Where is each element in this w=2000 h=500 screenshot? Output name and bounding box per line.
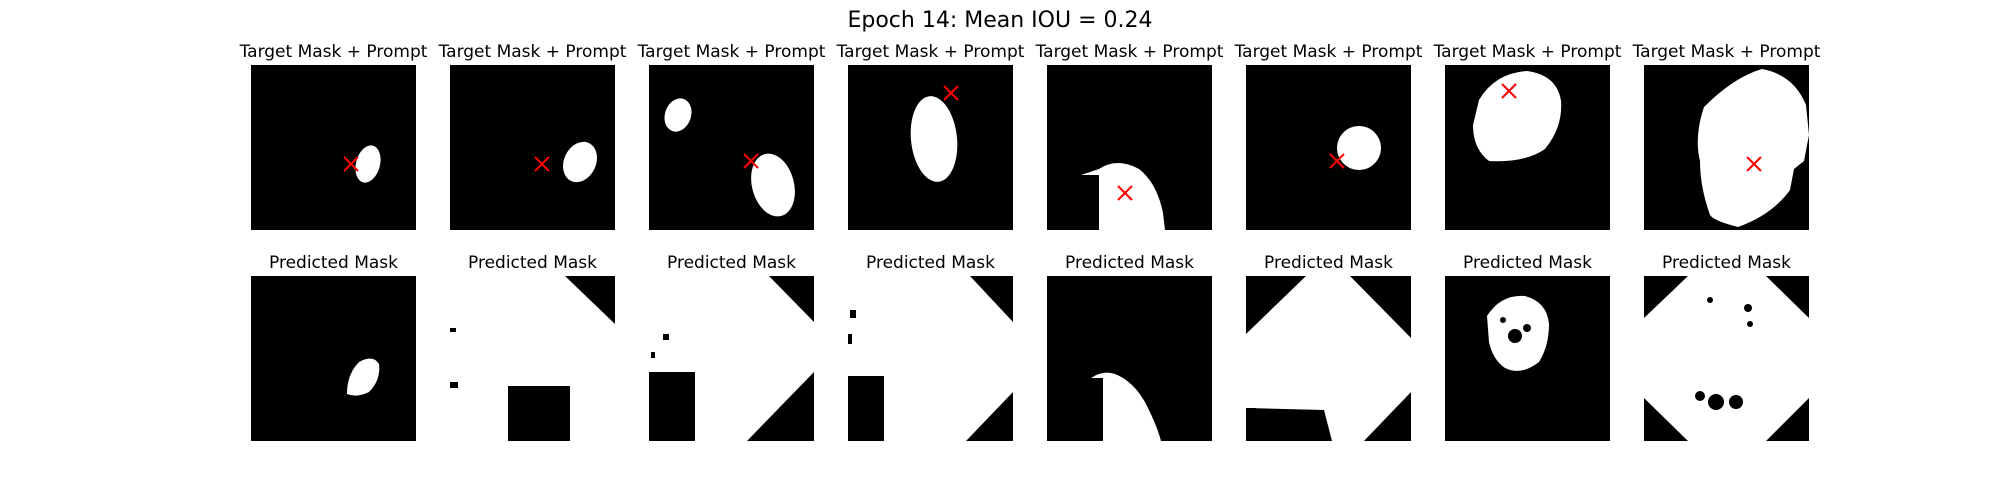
panel-title: Predicted Mask [866, 253, 995, 273]
prompt-point-marker [1117, 185, 1133, 201]
prompt-point-marker [1501, 83, 1517, 99]
target-panel-4 [848, 65, 1013, 230]
panel-title: Predicted Mask [667, 253, 796, 273]
figure-title: Epoch 14: Mean IOU = 0.24 [847, 8, 1152, 33]
predicted-panel-6 [1246, 276, 1411, 441]
panel-background [251, 65, 416, 230]
panel-title: Target Mask + Prompt [1234, 42, 1423, 62]
target-panel-1 [251, 65, 416, 230]
predicted-panel-2 [450, 276, 615, 441]
predicted-mask [1246, 276, 1411, 441]
predicted-panel-1 [251, 276, 416, 441]
predicted-mask [649, 276, 814, 441]
target-mask [1473, 71, 1562, 162]
predicted-mask [848, 276, 1013, 441]
panel-background [1246, 65, 1411, 230]
prompt-point-marker [534, 156, 550, 172]
predicted-mask [1487, 295, 1549, 371]
target-panel-2 [450, 65, 615, 230]
predicted-panel-3 [649, 276, 814, 441]
panel-title: Predicted Mask [269, 253, 398, 273]
target-mask [910, 96, 958, 182]
panel-title: Target Mask + Prompt [637, 42, 826, 62]
predicted-panel-4 [848, 276, 1013, 441]
predicted-panel-8 [1644, 276, 1809, 441]
target-mask [355, 145, 381, 183]
prompt-point-marker [343, 156, 359, 172]
panel-title: Target Mask + Prompt [239, 42, 428, 62]
target-mask [1047, 163, 1165, 230]
target-mask [1697, 69, 1809, 227]
prompt-point-marker [1329, 153, 1345, 169]
panel-title: Predicted Mask [1065, 253, 1194, 273]
panel-title: Predicted Mask [1662, 253, 1791, 273]
predicted-mask [1091, 372, 1161, 441]
panel-title: Predicted Mask [1463, 253, 1592, 273]
panel-title: Target Mask + Prompt [1433, 42, 1622, 62]
target-mask [1337, 126, 1381, 170]
prompt-point-marker [743, 153, 759, 169]
predicted-mask [347, 358, 380, 396]
predicted-panel-7 [1445, 276, 1610, 441]
panel-title: Target Mask + Prompt [1632, 42, 1821, 62]
target-mask [562, 141, 598, 183]
predicted-panel-5 [1047, 276, 1212, 441]
prompt-point-marker [943, 85, 959, 101]
predicted-mask [450, 276, 615, 441]
target-panel-5 [1047, 65, 1212, 230]
target-panel-8 [1644, 65, 1809, 230]
panel-background [251, 276, 416, 441]
target-panel-7 [1445, 65, 1610, 230]
panel-title: Predicted Mask [468, 253, 597, 273]
panel-grid: Target Mask + Prompt Target Mask + Prompt… [239, 42, 1821, 441]
target-panel-3 [649, 65, 814, 230]
target-panel-6 [1246, 65, 1411, 230]
target-mask [664, 98, 795, 217]
predicted-mask [1644, 276, 1809, 441]
panel-title: Target Mask + Prompt [1035, 42, 1224, 62]
panel-title: Predicted Mask [1264, 253, 1393, 273]
panel-title: Target Mask + Prompt [836, 42, 1025, 62]
prompt-point-marker [1746, 156, 1762, 172]
panel-title: Target Mask + Prompt [438, 42, 627, 62]
